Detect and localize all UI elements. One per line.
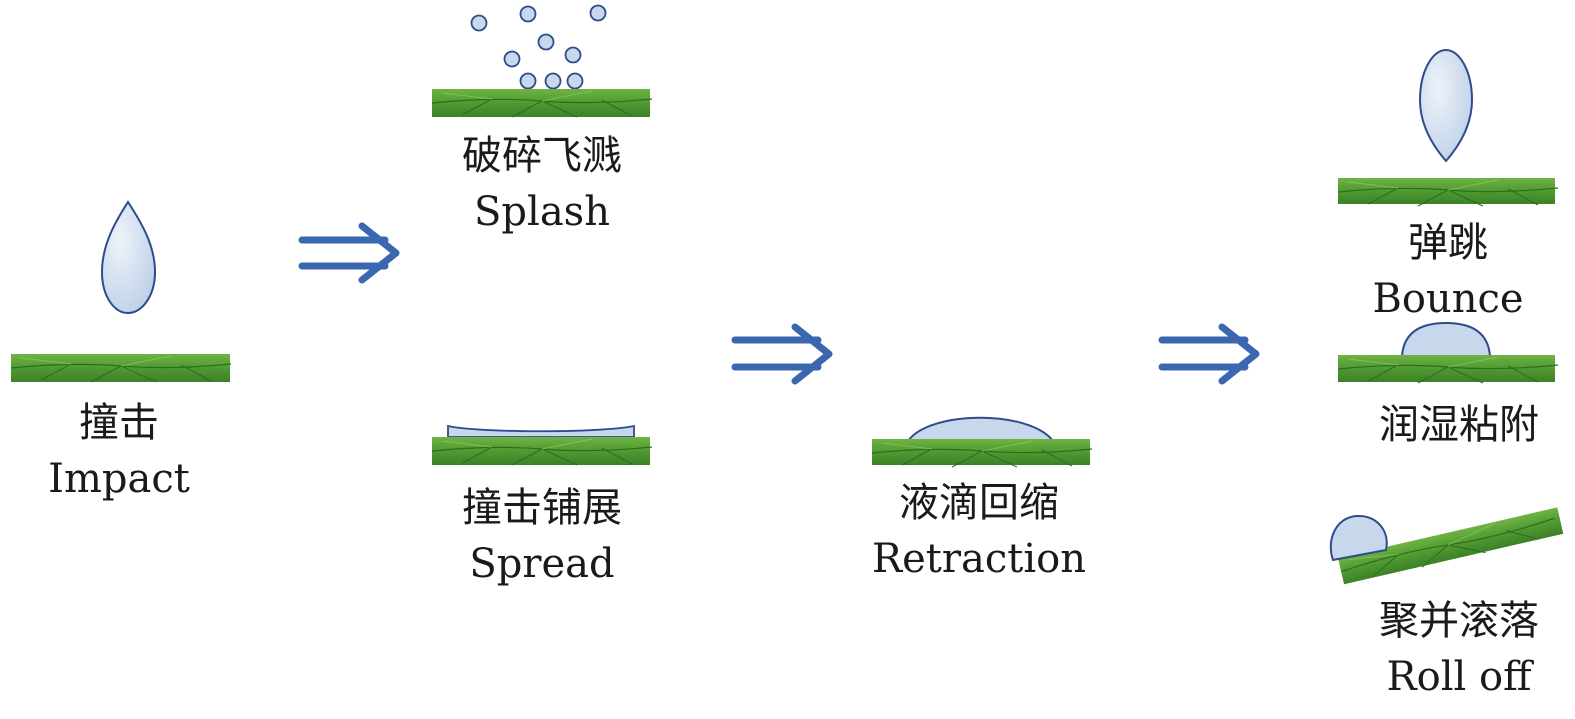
rolloff-droplet — [1329, 514, 1388, 562]
splash-droplet — [537, 33, 555, 51]
impact-label-en: Impact — [48, 456, 190, 502]
splash-label-zh: 破碎飞溅 — [462, 133, 622, 179]
spread-group — [431, 424, 653, 466]
wetting-droplet — [1400, 321, 1492, 357]
spread-label: 撞击铺展 Spread — [432, 480, 652, 592]
retraction-label-en: Retraction — [872, 536, 1086, 582]
rolloff-label: 聚并滚落 Roll off — [1354, 593, 1564, 705]
spread-label-en: Spread — [469, 541, 615, 587]
arrow-3-icon — [1158, 323, 1260, 385]
splash-group — [431, 4, 653, 118]
impact-group — [10, 200, 232, 383]
rolloff-leaf-surface — [1337, 507, 1564, 586]
retraction-label: 液滴回缩 Retraction — [859, 475, 1099, 587]
splash-label: 破碎飞溅 Splash — [432, 128, 652, 240]
bounce-leaf-surface — [1337, 178, 1559, 207]
splash-droplet — [564, 46, 582, 64]
splash-droplet — [589, 4, 607, 22]
splash-droplet — [544, 72, 562, 90]
wetting-label-zh: 润湿粘附 — [1379, 402, 1539, 448]
wetting-group — [1337, 321, 1559, 384]
rolloff-group — [1329, 507, 1564, 586]
impact-label: 撞击 Impact — [19, 395, 219, 507]
arrow-1-icon — [298, 222, 400, 284]
spread-label-zh: 撞击铺展 — [462, 485, 622, 531]
spread-leaf-surface — [431, 437, 653, 466]
bounce-label-en: Bounce — [1372, 276, 1524, 322]
retraction-leaf-surface — [871, 439, 1093, 468]
rolloff-label-en: Roll off — [1386, 654, 1532, 700]
retraction-group — [871, 416, 1093, 468]
impact-leaf-surface — [10, 354, 232, 383]
splash-droplet — [566, 72, 584, 90]
retraction-label-zh: 液滴回缩 — [899, 480, 1059, 526]
spread-film — [447, 424, 635, 438]
splash-droplet — [470, 14, 488, 32]
splash-label-en: Splash — [474, 189, 610, 235]
splash-droplet — [519, 72, 537, 90]
bounce-group — [1337, 48, 1559, 207]
bounce-label: 弹跳 Bounce — [1348, 215, 1548, 327]
impact-label-zh: 撞击 — [79, 400, 159, 446]
wetting-label: 润湿粘附 — [1354, 397, 1564, 453]
bounce-label-zh: 弹跳 — [1408, 220, 1488, 266]
rolloff-label-zh: 聚并滚落 — [1379, 598, 1539, 644]
impact-droplet — [100, 200, 157, 315]
splash-leaf-surface — [431, 89, 653, 118]
wetting-leaf-surface — [1337, 355, 1559, 384]
bounce-droplet — [1418, 48, 1474, 163]
retraction-droplet — [906, 416, 1055, 442]
splash-droplet — [519, 5, 537, 23]
arrow-2-icon — [731, 323, 833, 385]
splash-droplet — [503, 50, 521, 68]
